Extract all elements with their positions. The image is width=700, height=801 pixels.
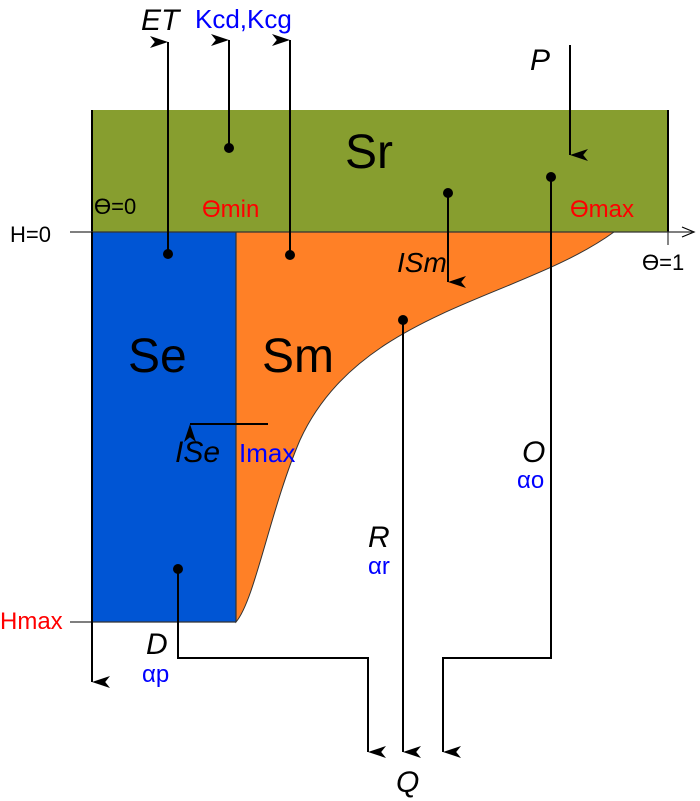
o-flow	[442, 177, 552, 758]
theta-min-label: ϴmin	[202, 196, 259, 223]
alpha-o-label: αo	[517, 467, 544, 494]
hmax-label: Hmax	[0, 608, 63, 635]
imax-label: Imax	[239, 438, 295, 468]
surface-store-region	[92, 232, 236, 622]
k-label: Kcd,Kcg	[195, 4, 292, 34]
d-flow	[177, 569, 386, 758]
alpha-r-label: αr	[368, 553, 390, 580]
h0-label: H=0	[10, 222, 51, 247]
matrix-store-region	[235, 231, 616, 624]
ise-label: ISe	[175, 436, 220, 469]
r-label: R	[368, 521, 390, 554]
store-se-label: Se	[128, 330, 187, 383]
ism-label: ISm	[397, 247, 447, 278]
theta-axis-arrow-icon	[681, 226, 696, 238]
d-label: D	[146, 628, 168, 661]
store-sm-label: Sm	[262, 330, 334, 383]
q-label: Q	[396, 766, 419, 799]
theta1-label: ϴ=1	[642, 250, 684, 275]
theta0-label: ϴ=0	[94, 194, 136, 219]
theta-max-label: ϴmax	[570, 196, 634, 223]
root-store-region	[92, 110, 668, 232]
o-label: O	[522, 436, 545, 469]
et-label: ET	[141, 4, 182, 37]
store-sr-label: Sr	[345, 126, 393, 179]
p-label: P	[530, 44, 550, 77]
alpha-p-label: αp	[142, 661, 169, 688]
